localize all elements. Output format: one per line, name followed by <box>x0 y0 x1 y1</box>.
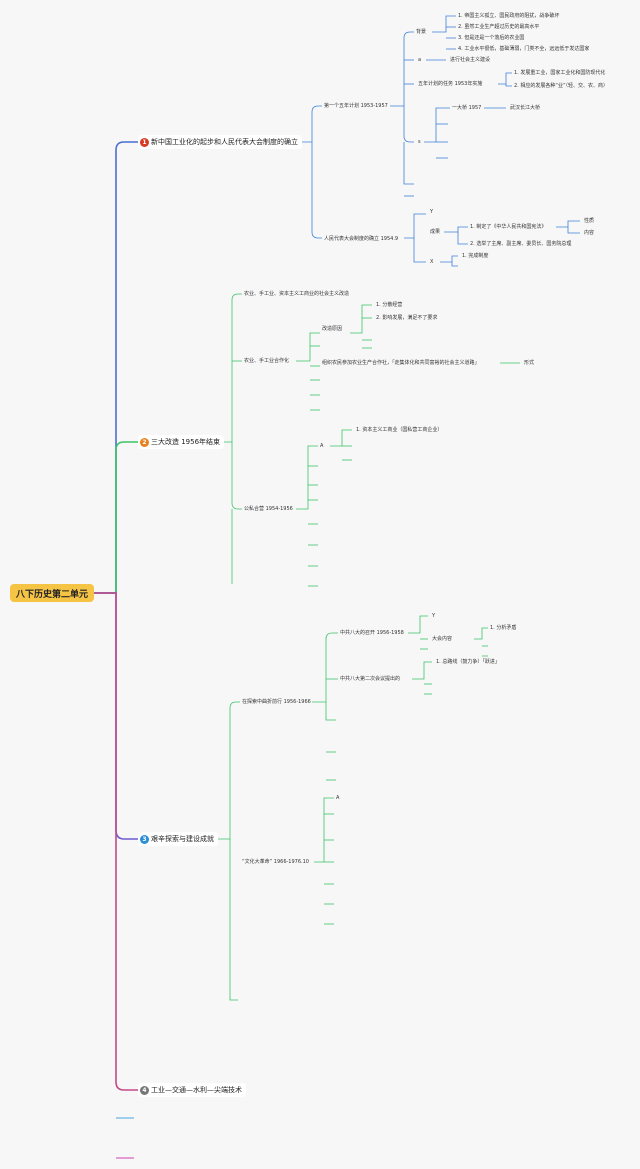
node-reason-1[interactable]: 1. 分散经营 <box>376 302 403 308</box>
node-a[interactable]: a <box>418 57 422 63</box>
topic-2[interactable]: 2 三大改造 1956年结束 <box>138 435 225 449</box>
node-reason-2[interactable]: 2. 影响发展，满足不了要求 <box>376 315 438 321</box>
node-result-1-nature[interactable]: 性质 <box>584 218 595 224</box>
node-result-1-content[interactable]: 内容 <box>584 230 595 236</box>
node-background-2[interactable]: 2. 虽然工业生产超过历史的最高水平 <box>458 24 540 30</box>
topic-2-label: 三大改造 1956年结束 <box>151 438 221 446</box>
node-background-1[interactable]: 1. 帝国主义孤立、国民政府的阻扰，战争破坏 <box>458 13 560 19</box>
node-result-2[interactable]: 2. 选举了主席、副主席、委员长、国务院总理 <box>470 241 572 247</box>
node-s[interactable]: s <box>418 139 421 145</box>
node-task-2[interactable]: 2. 相应的发展各种“业”（轻、交、农、商） <box>514 83 609 89</box>
node-meeting-1[interactable]: 1. 分析矛盾 <box>490 625 517 631</box>
node-meeting-content[interactable]: 大会内容 <box>432 636 453 642</box>
topic-3-number-badge: 3 <box>140 834 149 844</box>
node-eighth-second[interactable]: 中共八大第二次会议提出的 <box>340 676 401 682</box>
node-reason[interactable]: 改造原因 <box>322 326 343 332</box>
node-five-year-plan[interactable]: 第一个五年计划 1953-1957 <box>324 103 388 109</box>
root-node[interactable]: 八下历史第二单元 <box>10 584 94 602</box>
node-eighth-second-1[interactable]: 1. 总路线（鼓力争）「跃进」 <box>436 659 500 665</box>
node-eighth-congress[interactable]: 中共八大的召开 1956-1958 <box>340 630 404 636</box>
node-transform[interactable]: 农业、手工业、资本主义工商业的社会主义改造 <box>244 291 350 297</box>
node-y1[interactable]: Y <box>430 209 434 215</box>
topic-1-label: 新中国工业化的起步和人民代表大会制度的确立 <box>151 138 298 146</box>
topic-4-number-badge: 4 <box>140 1085 149 1095</box>
node-result-1[interactable]: 1. 制定了《中华人民共和国宪法》 <box>470 224 547 230</box>
node-a2-detail[interactable]: 1. 资本主义工商业（国私营工商企业） <box>356 427 443 433</box>
node-coop[interactable]: 农业、手工业合作化 <box>244 358 290 364</box>
node-cultural-revolution[interactable]: “文化大革命” 1966-1976.10 <box>242 859 309 865</box>
node-a3[interactable]: A <box>336 795 340 801</box>
node-a2[interactable]: A <box>320 443 324 449</box>
topic-4[interactable]: 4 工业—交通—水利—尖端技术 <box>138 1083 246 1097</box>
node-x1-detail[interactable]: 1. 完成制度 <box>462 253 489 259</box>
node-congress[interactable]: 人民代表大会制度的确立 1954.9 <box>324 236 399 242</box>
node-a-text[interactable]: 进行社会主义建设 <box>450 57 491 63</box>
node-bridge[interactable]: 一大桥 1957 <box>452 105 482 111</box>
node-bridge-name[interactable]: 武汉长江大桥 <box>510 105 541 111</box>
node-public-private[interactable]: 公私合营 1954-1956 <box>244 506 293 512</box>
node-explore[interactable]: 在探索中曲折前行 1956-1966 <box>242 699 311 705</box>
topic-1[interactable]: 1 新中国工业化的起步和人民代表大会制度的确立 <box>138 135 302 149</box>
node-result[interactable]: 成果 <box>430 229 441 235</box>
node-y2[interactable]: Y <box>432 613 436 619</box>
topic-1-number-badge: 1 <box>140 137 149 147</box>
node-background-4[interactable]: 4. 工业水平很低，基础薄弱，门类不全，远远低于发达国家 <box>458 46 590 52</box>
topic-3-label: 艰辛探索与建设成就 <box>151 835 214 843</box>
topic-2-number-badge: 2 <box>140 437 149 447</box>
node-background[interactable]: 背景 <box>416 29 427 35</box>
topic-3[interactable]: 3 艰辛探索与建设成就 <box>138 832 218 846</box>
node-background-3[interactable]: 3. 但是还是一个落后的农业国 <box>458 35 525 41</box>
node-x1[interactable]: X <box>430 259 434 265</box>
node-task-1[interactable]: 1. 发展重工业，国家工业化和国防现代化 <box>514 70 606 76</box>
node-plan-task[interactable]: 五年计划的任务 1953年实施 <box>418 81 483 87</box>
topic-4-label: 工业—交通—水利—尖端技术 <box>151 1086 242 1094</box>
node-organize[interactable]: 组织农民参加农业生产合作社，「走集体化和共同富裕的社会主义道路」 <box>322 360 480 366</box>
node-form[interactable]: 形式 <box>524 360 535 366</box>
